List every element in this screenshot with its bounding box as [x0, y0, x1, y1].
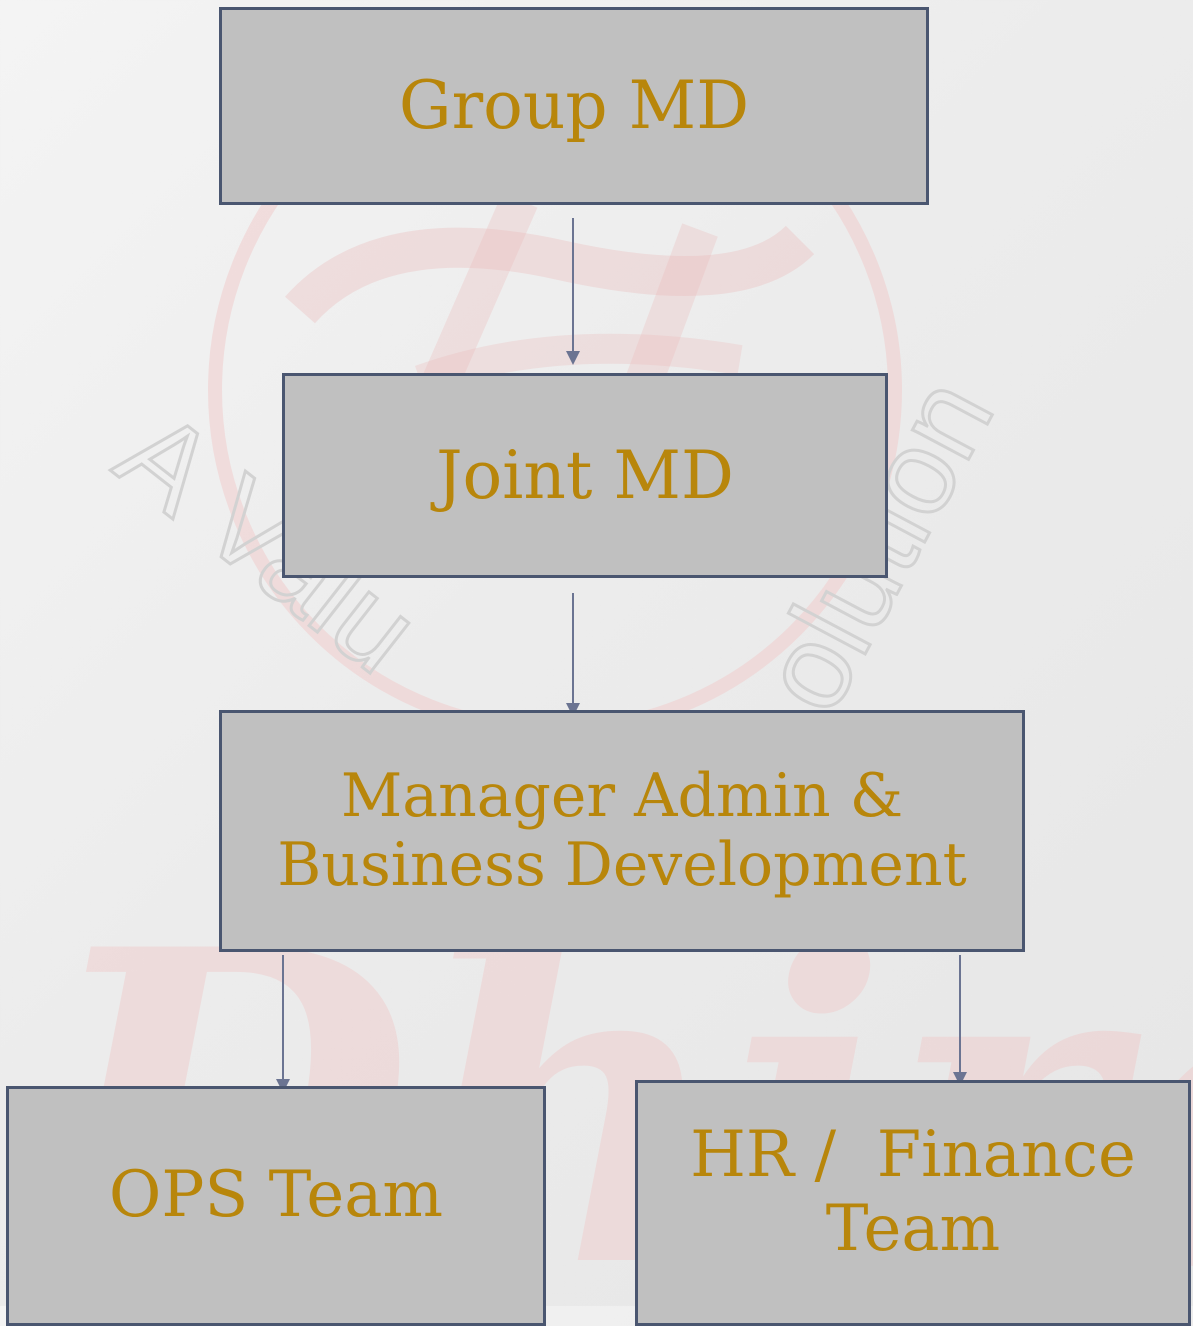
node-ops-team-label: OPS Team — [108, 1158, 444, 1233]
node-group-md-label: Group MD — [398, 67, 750, 145]
node-hr-finance-line1: HR / Finance — [690, 1118, 1136, 1193]
node-hr-finance-line2: Team — [825, 1192, 1001, 1266]
node-hr-finance-team: HR / Finance Team — [635, 1080, 1191, 1326]
node-manager-admin-line1: Manager Admin & — [340, 761, 904, 831]
node-manager-admin-label: Manager Admin & Business Development — [277, 762, 966, 900]
node-group-md: Group MD — [219, 7, 929, 205]
node-manager-admin: Manager Admin & Business Development — [219, 710, 1025, 952]
node-joint-md-label: Joint MD — [436, 436, 734, 514]
node-hr-finance-team-label: HR / Finance Team — [690, 1119, 1136, 1266]
node-manager-admin-line2: Business Development — [277, 830, 967, 900]
node-joint-md: Joint MD — [282, 373, 888, 578]
node-ops-team: OPS Team — [6, 1086, 546, 1326]
